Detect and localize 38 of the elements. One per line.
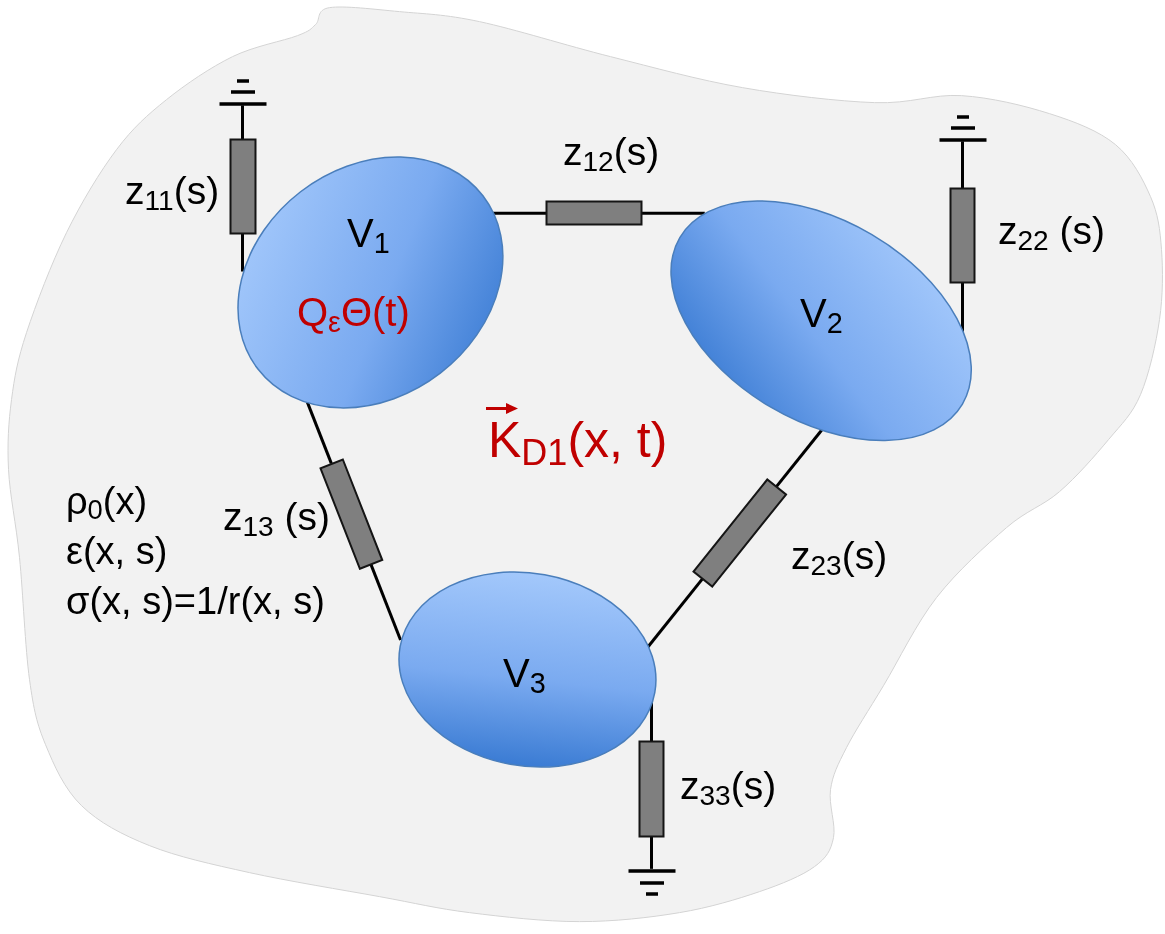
medium-region — [7, 6, 1164, 923]
impedance-label: z$_{22}$ (s) — [998, 208, 1106, 257]
formula-text: ε(x, s) — [66, 529, 168, 574]
wire — [241, 105, 245, 140]
ground-symbol — [628, 869, 676, 896]
ground-symbol — [219, 79, 267, 106]
wire — [642, 212, 706, 215]
region-ellipse — [668, 199, 974, 443]
resistor-symbol — [229, 138, 257, 236]
wire — [775, 429, 824, 488]
formula-text: ρ$_{0}$(x) — [66, 479, 148, 527]
impedance-label: z$_{23}$(s) — [791, 533, 888, 582]
wire — [650, 701, 654, 742]
formula-text: Q$_{ε}$Θ(t) — [296, 289, 410, 338]
wire — [961, 283, 965, 333]
wire — [493, 212, 547, 215]
impedance-label: z$_{13}$ (s) — [223, 494, 331, 543]
wire — [647, 578, 705, 649]
wire — [369, 563, 403, 641]
wire — [961, 141, 965, 189]
region-label: V$_{1}$ — [346, 210, 390, 259]
resistor-symbol — [545, 200, 644, 227]
impedance-label: z$_{12}$(s) — [563, 129, 660, 178]
impedance-label: z$_{33}$(s) — [680, 763, 777, 812]
ground-symbol — [939, 115, 987, 142]
impedance-label: z$_{11}$(s) — [125, 168, 220, 217]
region-label: V$_{2}$ — [799, 290, 843, 339]
wire — [241, 234, 245, 272]
region-label: V$_{3}$ — [502, 650, 546, 699]
region-ellipse — [235, 154, 505, 410]
formula-text: σ(x, s)=1/r(x, s) — [66, 579, 325, 624]
resistor-symbol — [638, 740, 666, 839]
resistor-symbol — [949, 187, 977, 285]
formula-text: K$_{D1}$(x, t) — [488, 415, 668, 474]
resistor-symbol — [692, 477, 788, 589]
wire — [650, 837, 654, 870]
wire — [306, 401, 334, 465]
region-ellipse — [396, 569, 658, 769]
